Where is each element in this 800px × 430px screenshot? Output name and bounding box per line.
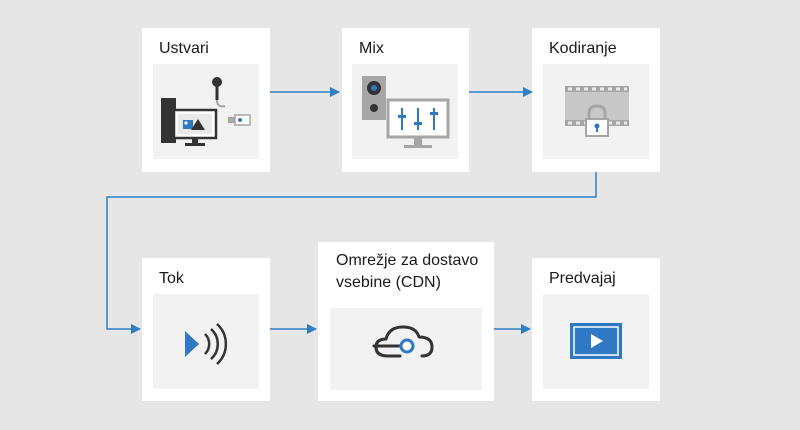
node-stream-panel	[153, 294, 259, 389]
node-cdn-label-line1: Omrežje za dostavo	[336, 252, 479, 269]
node-create-label: Ustvari	[159, 40, 209, 57]
node-create: Ustvari	[142, 28, 270, 172]
computer-microphone-camera-icon	[161, 77, 251, 146]
film-lock-icon	[565, 86, 629, 137]
node-stream: Tok	[142, 258, 270, 401]
node-create-panel	[153, 64, 259, 159]
node-mix: Mix	[342, 28, 469, 172]
node-cdn-panel	[330, 308, 482, 390]
speaker-mixer-icon	[362, 76, 450, 148]
node-encode-panel	[543, 64, 649, 159]
stream-broadcast-icon	[185, 323, 228, 365]
node-play-panel	[543, 294, 649, 389]
node-play: Predvajaj	[532, 258, 660, 401]
node-encode-label: Kodiranje	[549, 40, 617, 57]
node-mix-label: Mix	[359, 40, 384, 57]
node-stream-label: Tok	[159, 270, 184, 287]
node-cdn-label: Omrežje za dostavo vsebine (CDN)	[336, 250, 496, 294]
node-mix-panel	[352, 64, 458, 159]
node-play-label: Predvajaj	[549, 270, 616, 287]
arrow-encode-to-stream	[106, 172, 597, 334]
node-cdn: Omrežje za dostavo vsebine (CDN)	[318, 242, 494, 401]
node-cdn-label-line2: vsebine (CDN)	[336, 274, 441, 291]
node-encode: Kodiranje	[532, 28, 660, 172]
cloud-network-icon	[372, 325, 434, 358]
play-screen-icon	[570, 323, 622, 359]
